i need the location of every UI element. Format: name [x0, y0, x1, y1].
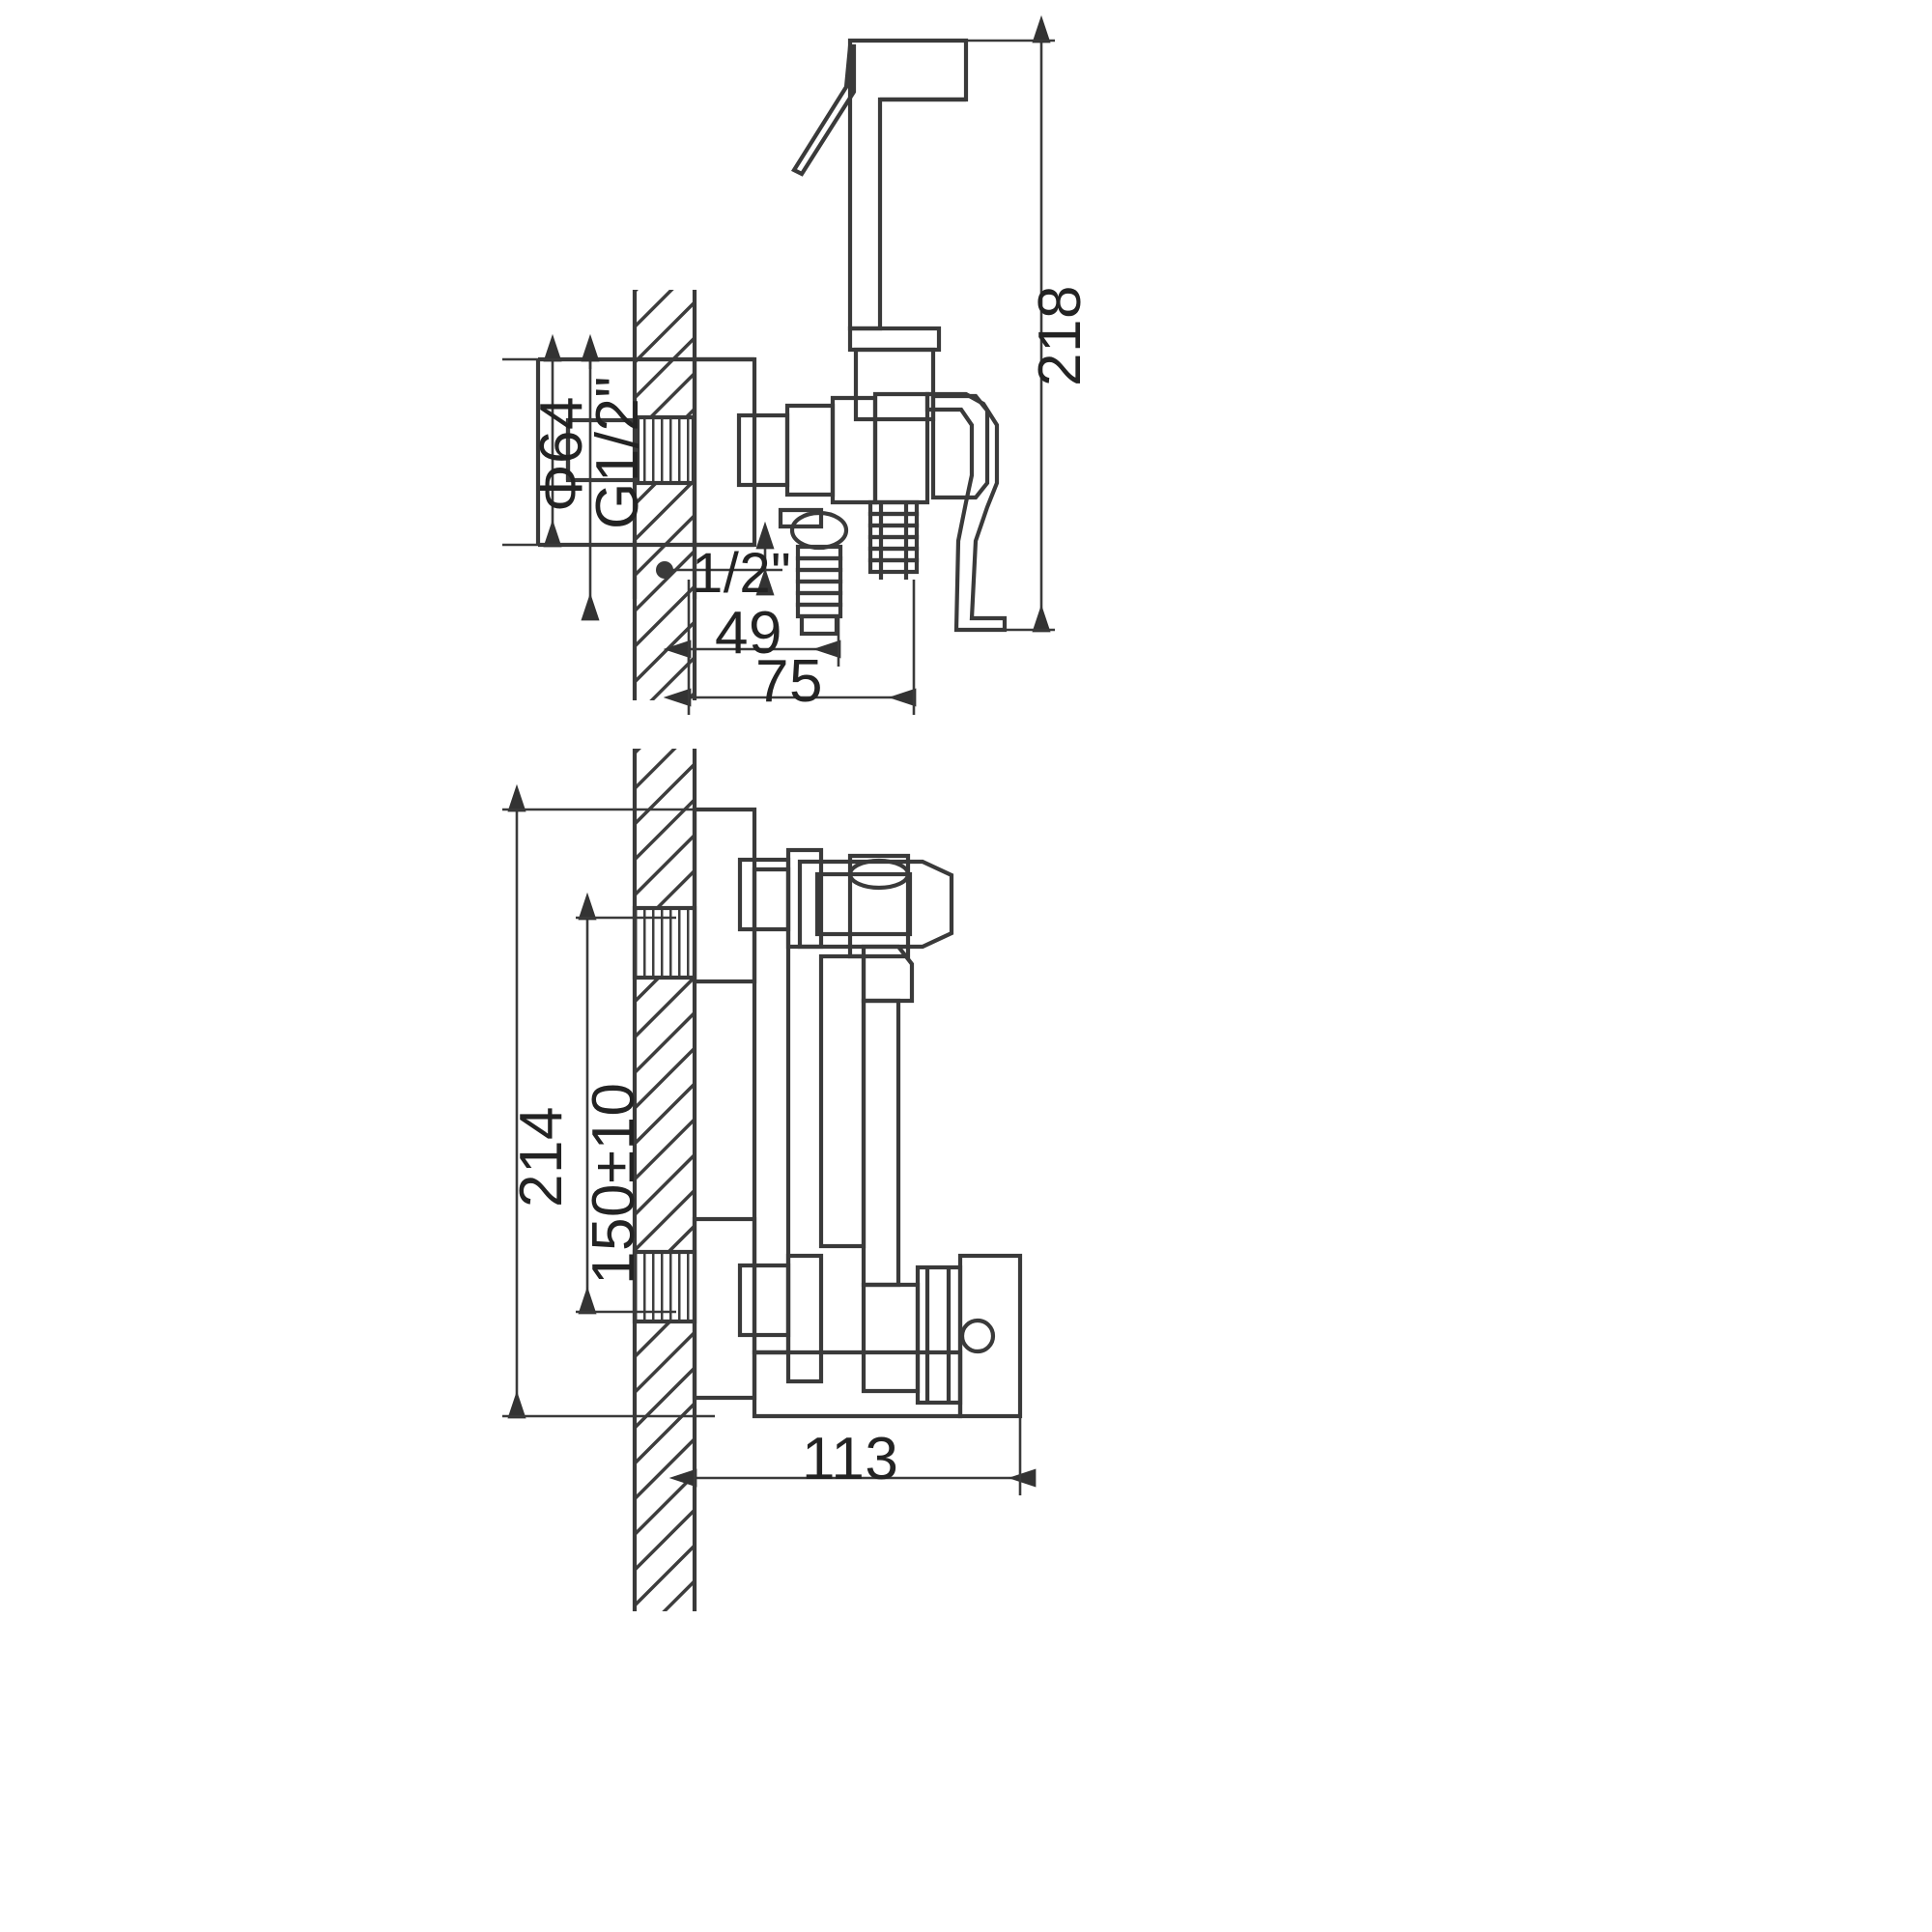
- spray-hose-connector: [930, 393, 990, 500]
- flexible-hose-left: [778, 507, 849, 637]
- inlet-thread-upper: [632, 905, 697, 980]
- body-lower-chassis: [752, 1350, 963, 1419]
- dimension-label-49: 49: [715, 600, 782, 667]
- mixer-body-front: [692, 807, 867, 1401]
- dimension-label-half-inch: 1/2": [692, 542, 792, 605]
- dimension-label-113: 113: [802, 1426, 899, 1492]
- inlet-thread-lower: [632, 1249, 697, 1324]
- outlet-arm-front: [861, 998, 901, 1288]
- inlet-connection: [565, 414, 696, 486]
- dim-150: [576, 892, 676, 1315]
- dimension-label-150-tolerance: 150±10: [581, 1082, 647, 1285]
- dim-214: [502, 783, 715, 1419]
- flexible-hose-right: [867, 499, 920, 580]
- dim-113: [668, 1416, 1037, 1495]
- outlet-block-front: [861, 1253, 1023, 1419]
- dimension-label-75: 75: [755, 648, 823, 715]
- mixer-body-side: [692, 356, 930, 548]
- wall-section-bottom: [632, 749, 697, 1611]
- dimension-label-214: 214: [508, 1106, 575, 1208]
- dimension-label-218: 218: [1027, 285, 1094, 386]
- spray-holder-bracket: [797, 853, 954, 1004]
- dim-75: [663, 580, 917, 715]
- dim-218: [966, 14, 1055, 633]
- dim-phi64: [502, 333, 575, 548]
- dimension-label-g-half-inch: G1/2": [584, 376, 651, 529]
- hand-spray-head: [790, 38, 969, 422]
- mixer-lever-side: [924, 391, 1008, 633]
- leader-half-inch: [656, 561, 782, 579]
